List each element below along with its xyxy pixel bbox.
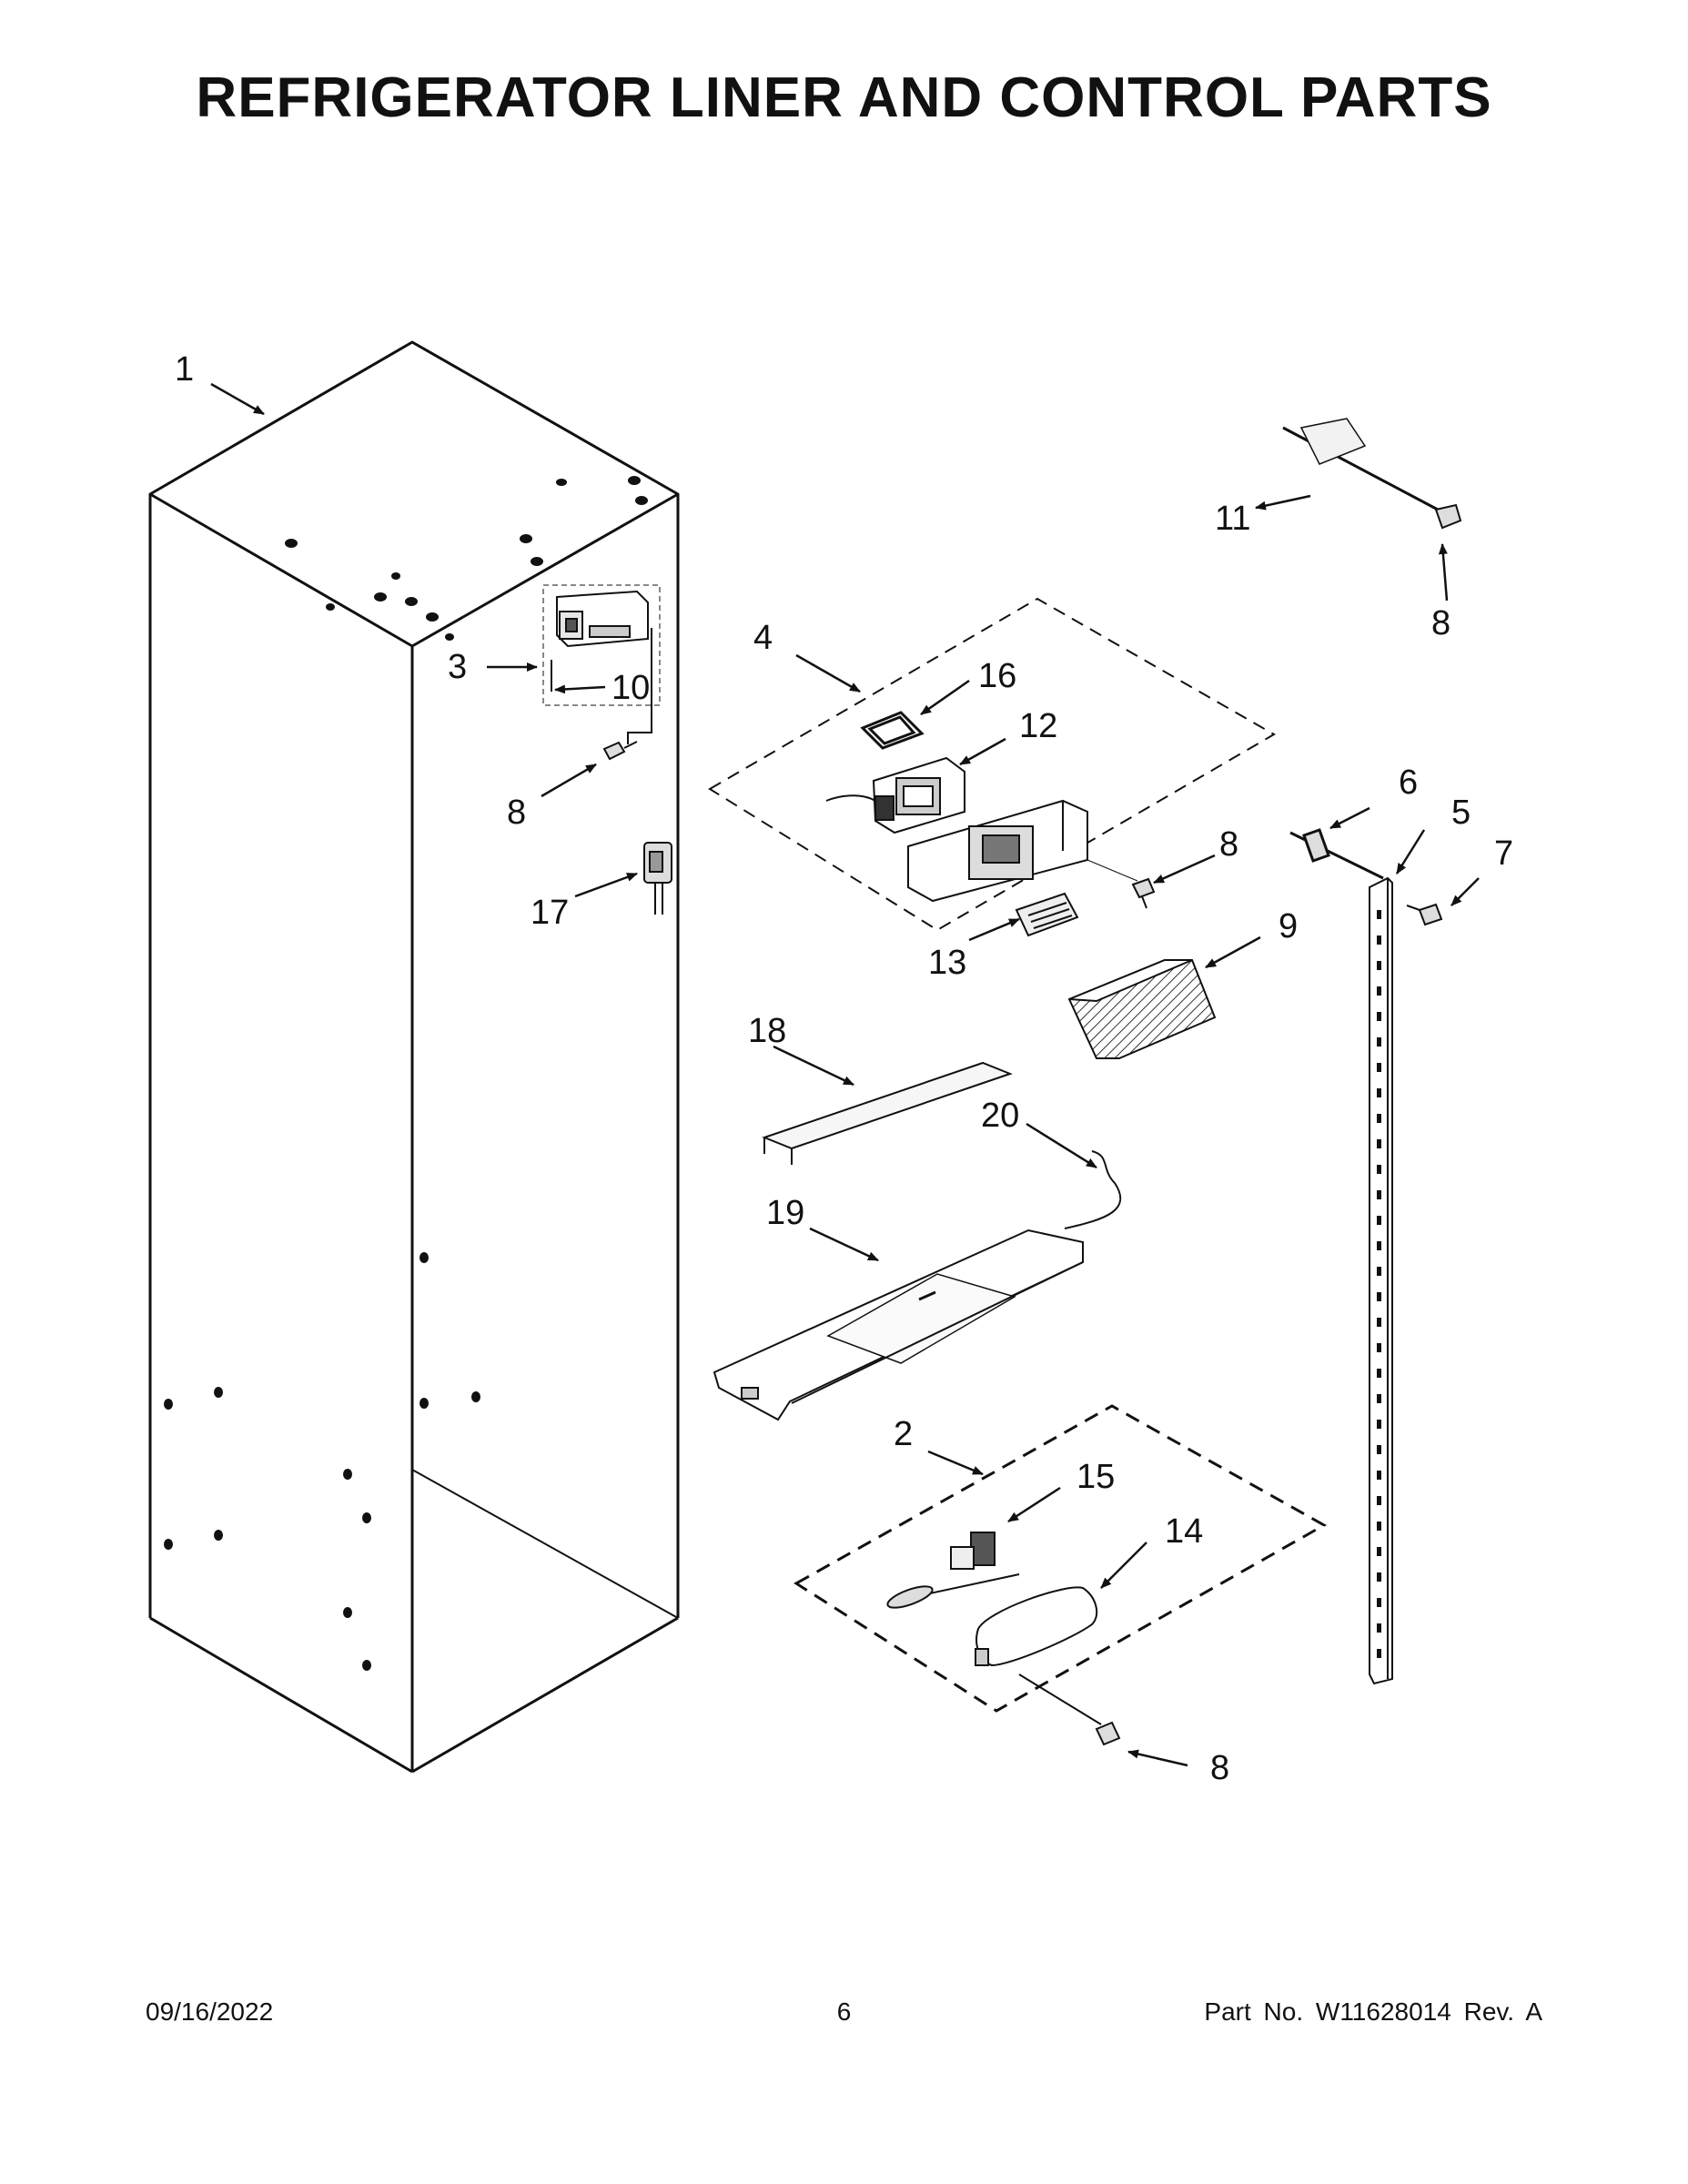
callout-5: 5 xyxy=(1451,794,1471,832)
gasket xyxy=(860,711,925,750)
hatched-cover xyxy=(1067,959,1217,1059)
sensor-assembly-outline xyxy=(793,1404,1328,1713)
callout-14: 14 xyxy=(1165,1512,1203,1551)
filter-grille xyxy=(1015,892,1079,937)
callout-11: 11 xyxy=(1215,500,1250,538)
harness-wire xyxy=(1064,1150,1122,1229)
rail-slot xyxy=(1377,1496,1381,1505)
callout-8-left: 8 xyxy=(507,794,526,832)
rail-slot xyxy=(1377,1114,1381,1123)
callout-8-top: 8 xyxy=(1431,604,1450,642)
rail-slot xyxy=(1377,1471,1381,1480)
footer-date: 09/16/2022 xyxy=(146,1997,274,2026)
callout-1: 1 xyxy=(175,350,194,389)
rail-slot xyxy=(1377,1267,1381,1276)
cabinet-mounting-holes xyxy=(164,476,648,1671)
callout-10: 10 xyxy=(612,669,650,707)
callout-9: 9 xyxy=(1279,907,1298,945)
callout-labels: 1 3 10 8 17 4 16 12 13 8 9 11 8 6 5 7 18… xyxy=(175,350,1513,1787)
control-panel-housing xyxy=(907,799,1088,903)
rail-slot xyxy=(1377,986,1381,996)
rail-slot xyxy=(1377,1165,1381,1174)
rail-slot xyxy=(1377,1063,1381,1072)
ground-wire xyxy=(1282,418,1462,530)
rail-slot xyxy=(1377,1445,1381,1454)
rail-slot xyxy=(1377,910,1381,919)
callout-4: 4 xyxy=(753,619,773,657)
rail-slot xyxy=(1377,1292,1381,1301)
screw-bottom xyxy=(1095,1721,1121,1746)
rail-slots xyxy=(1377,910,1381,1658)
screw-panel xyxy=(1087,859,1156,909)
callout-8-bottom: 8 xyxy=(1210,1749,1229,1787)
light-strip xyxy=(762,1061,1013,1165)
rail-slot xyxy=(1377,1343,1381,1352)
control-assembly-outline xyxy=(708,597,1277,932)
clip-bracket xyxy=(1289,828,1384,880)
screw-left xyxy=(602,741,638,761)
display-module xyxy=(825,756,965,834)
rail-slot xyxy=(1377,1598,1381,1607)
thermistor xyxy=(886,1532,1020,1609)
rail-slot xyxy=(1377,1420,1381,1429)
footer-page-number: 6 xyxy=(836,1997,852,2026)
rail-slot xyxy=(1377,1369,1381,1378)
rail-slot xyxy=(1377,1139,1381,1148)
rail-slot xyxy=(1377,1649,1381,1658)
callout-17: 17 xyxy=(531,894,569,932)
rail-slot xyxy=(1377,1037,1381,1046)
leader-arrows xyxy=(210,382,1480,1767)
callout-15: 15 xyxy=(1076,1458,1115,1496)
callout-20: 20 xyxy=(981,1097,1019,1135)
callout-3: 3 xyxy=(448,648,467,686)
callout-16: 16 xyxy=(978,657,1016,695)
hinge-bracket xyxy=(643,842,672,915)
rail-slot xyxy=(1377,961,1381,970)
rail-slot xyxy=(1377,1547,1381,1556)
callout-19: 19 xyxy=(766,1194,804,1232)
rail-slot xyxy=(1377,1012,1381,1021)
rail-slot xyxy=(1377,1241,1381,1250)
callout-8-panel: 8 xyxy=(1219,825,1238,864)
footer-part-number: Part No. W11628014 Rev. A xyxy=(1204,1997,1542,2026)
callout-12: 12 xyxy=(1019,707,1057,745)
rail-slot xyxy=(1377,1394,1381,1403)
rail-slot xyxy=(1377,935,1381,945)
rail-slot xyxy=(1377,1522,1381,1531)
rail-slot xyxy=(1377,1623,1381,1633)
rail-slot xyxy=(1377,1216,1381,1225)
rail-slot xyxy=(1377,1088,1381,1097)
liner-cabinet xyxy=(148,340,680,1774)
control-module-box xyxy=(975,1586,1102,1725)
rail-slot xyxy=(1377,1572,1381,1582)
rail-screw xyxy=(1406,903,1443,926)
page-title: REFRIGERATOR LINER AND CONTROL PARTS xyxy=(196,66,1492,129)
rail-slot xyxy=(1377,1190,1381,1199)
vertical-rail xyxy=(1369,876,1393,1685)
callout-2: 2 xyxy=(894,1415,913,1453)
rail-slot xyxy=(1377,1318,1381,1327)
callout-13: 13 xyxy=(928,944,966,982)
shelf-light-housing xyxy=(713,1228,1084,1421)
control-housing xyxy=(542,584,661,744)
callout-18: 18 xyxy=(748,1012,786,1050)
callout-7: 7 xyxy=(1494,834,1513,873)
callout-6: 6 xyxy=(1399,763,1418,802)
